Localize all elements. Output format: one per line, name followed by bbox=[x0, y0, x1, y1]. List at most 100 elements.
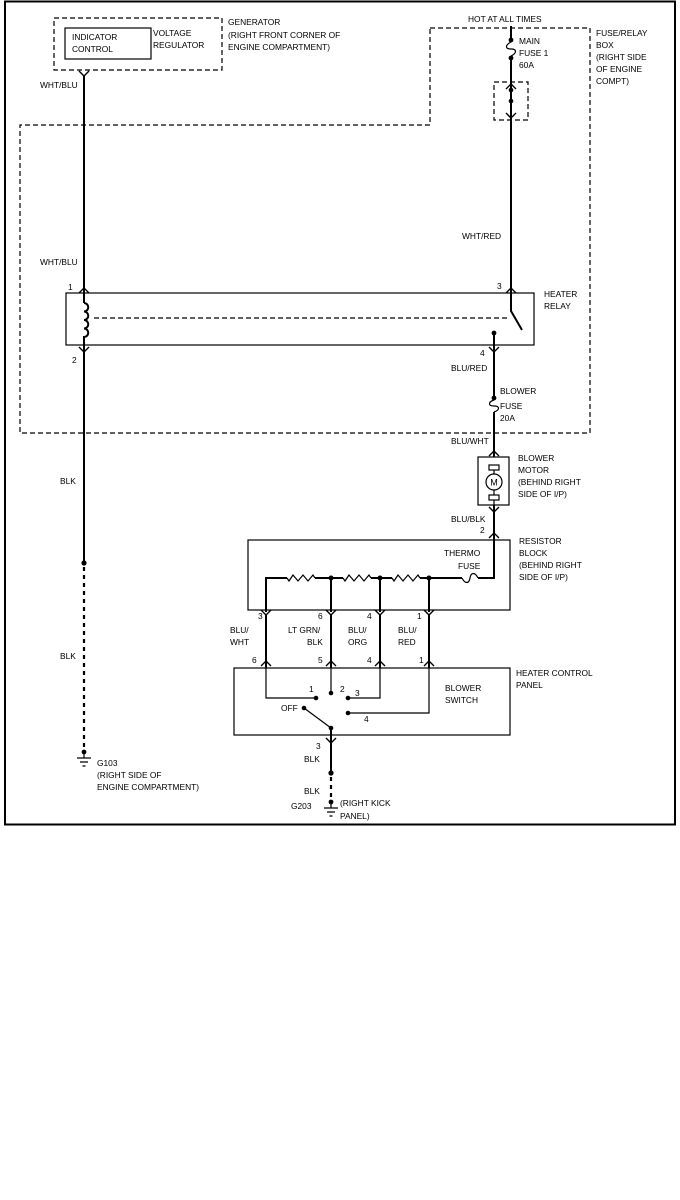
fuse-relay-box-label-line: (RIGHT SIDE bbox=[596, 52, 647, 62]
ground-symbol bbox=[324, 802, 338, 817]
splice-dot bbox=[328, 770, 334, 776]
resistor-output-pin: 1 bbox=[417, 611, 422, 621]
resistor-block: 2 THERMO FUSE 3 6 4 1 RESISTOR BLOCK (BE… bbox=[247, 525, 582, 621]
generator-connector bbox=[78, 70, 90, 77]
main-fuse: MAIN FUSE 1 60A bbox=[505, 26, 549, 70]
resistor-output-pin: 6 bbox=[318, 611, 323, 621]
generator-housing bbox=[53, 17, 223, 71]
ground-id: G203 bbox=[291, 801, 312, 811]
thermo-fuse-label: FUSE bbox=[458, 561, 481, 571]
wire-color-label: WHT/BLU bbox=[40, 80, 78, 90]
resistor-block-location: (BEHIND RIGHT bbox=[519, 560, 582, 570]
switch-contact-2 bbox=[328, 690, 334, 696]
relay-pin-1-connector bbox=[78, 287, 90, 294]
motor-symbol-letter: M bbox=[490, 478, 498, 488]
heater-control-panel-label: PANEL bbox=[516, 680, 543, 690]
voltage-regulator-label: VOLTAGE bbox=[153, 28, 192, 38]
heater-control-panel-label: HEATER CONTROL bbox=[516, 668, 593, 678]
generator-location: (RIGHT FRONT CORNER OF bbox=[228, 30, 340, 40]
switch-position-4: 4 bbox=[364, 714, 369, 724]
thermo-fuse-symbol bbox=[461, 572, 479, 584]
motor-brush bbox=[488, 464, 500, 471]
ground-g203: G203 (RIGHT KICK PANEL) bbox=[291, 798, 391, 821]
diagram-frame bbox=[4, 0, 676, 826]
switch-contact-1 bbox=[313, 695, 319, 701]
wire-color-label: RED bbox=[398, 637, 416, 647]
motor-brush bbox=[488, 494, 500, 501]
switch-lead-1 bbox=[265, 668, 314, 699]
relay-pin-3-label: 3 bbox=[497, 281, 502, 291]
wire-color-label: LT GRN/ bbox=[288, 625, 321, 635]
splice-dot bbox=[81, 560, 87, 566]
main-fuse-symbol bbox=[505, 41, 517, 57]
ground-location: ENGINE COMPARTMENT) bbox=[97, 782, 199, 792]
main-fuse-rating: 60A bbox=[519, 60, 534, 70]
generator: INDICATOR CONTROL VOLTAGE REGULATOR GENE… bbox=[53, 17, 340, 77]
blower-motor-label: MOTOR bbox=[518, 465, 549, 475]
switch-position-2: 2 bbox=[340, 684, 345, 694]
blower-fuse-symbol bbox=[488, 399, 500, 413]
panel-input-pin: 5 bbox=[318, 655, 323, 665]
resistor-output-pin: 4 bbox=[367, 611, 372, 621]
blower-motor: M BLOWER MOTOR (BEHIND RIGHT SIDE OF I/P… bbox=[477, 450, 581, 513]
panel-input-pin: 6 bbox=[252, 655, 257, 665]
indicator-control-label: CONTROL bbox=[72, 44, 113, 54]
fuse-relay-box-outline bbox=[19, 27, 591, 434]
harness-wire bbox=[265, 615, 430, 668]
ground-g103: G103 (RIGHT SIDE OF ENGINE COMPARTMENT) bbox=[77, 749, 199, 792]
blower-switch: 1 2 3 4 OFF BLOWER SWITCH bbox=[265, 668, 481, 743]
switch-contact-3 bbox=[345, 695, 351, 701]
fuse-relay-box-label-line: FUSE/RELAY bbox=[596, 28, 648, 38]
resistor-tap-lead bbox=[330, 578, 430, 612]
ground-location: PANEL) bbox=[340, 811, 370, 821]
resistor-block-label: BLOCK bbox=[519, 548, 548, 558]
fuse-relay-box-label: FUSE/RELAY BOX (RIGHT SIDE OF ENGINE COM… bbox=[596, 28, 648, 86]
switch-contact-4 bbox=[345, 710, 351, 716]
indicator-control-box bbox=[64, 27, 152, 60]
fuse-relay-box-label-line: BOX bbox=[596, 40, 614, 50]
relay-switch-arm bbox=[510, 288, 523, 331]
wire-color-label: BLK bbox=[304, 786, 320, 796]
wire-color-label: ORG bbox=[348, 637, 367, 647]
blower-fuse-rating: 20A bbox=[500, 413, 515, 423]
heater-control-panel: 6 5 4 1 HEATER CONTROL PANEL 1 2 3 4 OFF bbox=[233, 655, 593, 751]
fuse-holder-dot bbox=[508, 98, 514, 104]
resistor-block-location: SIDE OF I/P) bbox=[519, 572, 568, 582]
switch-position-3: 3 bbox=[355, 688, 360, 698]
panel-input-connector bbox=[374, 660, 386, 667]
wire-color-label: BLK bbox=[307, 637, 323, 647]
fuse-terminal-dot bbox=[508, 37, 514, 43]
wire-color-label: BLU/ bbox=[230, 625, 249, 635]
heater-relay-box bbox=[65, 292, 535, 346]
blower-fuse-label: BLOWER bbox=[500, 386, 536, 396]
resistor-1 bbox=[391, 573, 421, 583]
blower-switch-label: BLOWER bbox=[445, 683, 481, 693]
switch-lead-3 bbox=[350, 668, 381, 699]
panel-input-connector bbox=[260, 660, 272, 667]
wire-color-label: BLU/ bbox=[348, 625, 367, 635]
heater-relay: 1 2 3 4 HEATER RELAY bbox=[65, 281, 577, 365]
panel-input-connector bbox=[325, 660, 337, 667]
thermo-fuse-label: THERMO bbox=[444, 548, 481, 558]
generator-title: GENERATOR bbox=[228, 17, 280, 27]
fuse-relay-box-label-line: COMPT) bbox=[596, 76, 629, 86]
voltage-regulator-label: REGULATOR bbox=[153, 40, 204, 50]
switch-arm bbox=[303, 707, 332, 729]
indicator-control-label: INDICATOR bbox=[72, 32, 117, 42]
resistor-bus bbox=[265, 577, 462, 612]
panel-output-pin: 3 bbox=[316, 741, 321, 751]
resistor-block-feed bbox=[478, 533, 495, 579]
wire-color-label: BLK bbox=[304, 754, 320, 764]
switch-position-off: OFF bbox=[281, 703, 298, 713]
heater-relay-label: RELAY bbox=[544, 301, 571, 311]
wire-color-label: BLU/BLK bbox=[451, 514, 486, 524]
main-fuse-label: FUSE 1 bbox=[519, 48, 549, 58]
ground-id: G103 bbox=[97, 758, 118, 768]
motor-symbol bbox=[485, 473, 503, 491]
blower-fuse: BLOWER FUSE 20A bbox=[488, 386, 536, 423]
relay-coil bbox=[83, 302, 90, 352]
power-source-label: HOT AT ALL TIMES bbox=[468, 14, 542, 24]
relay-pin-4-label: 4 bbox=[480, 348, 485, 358]
wire-color-label: BLU/RED bbox=[451, 363, 487, 373]
